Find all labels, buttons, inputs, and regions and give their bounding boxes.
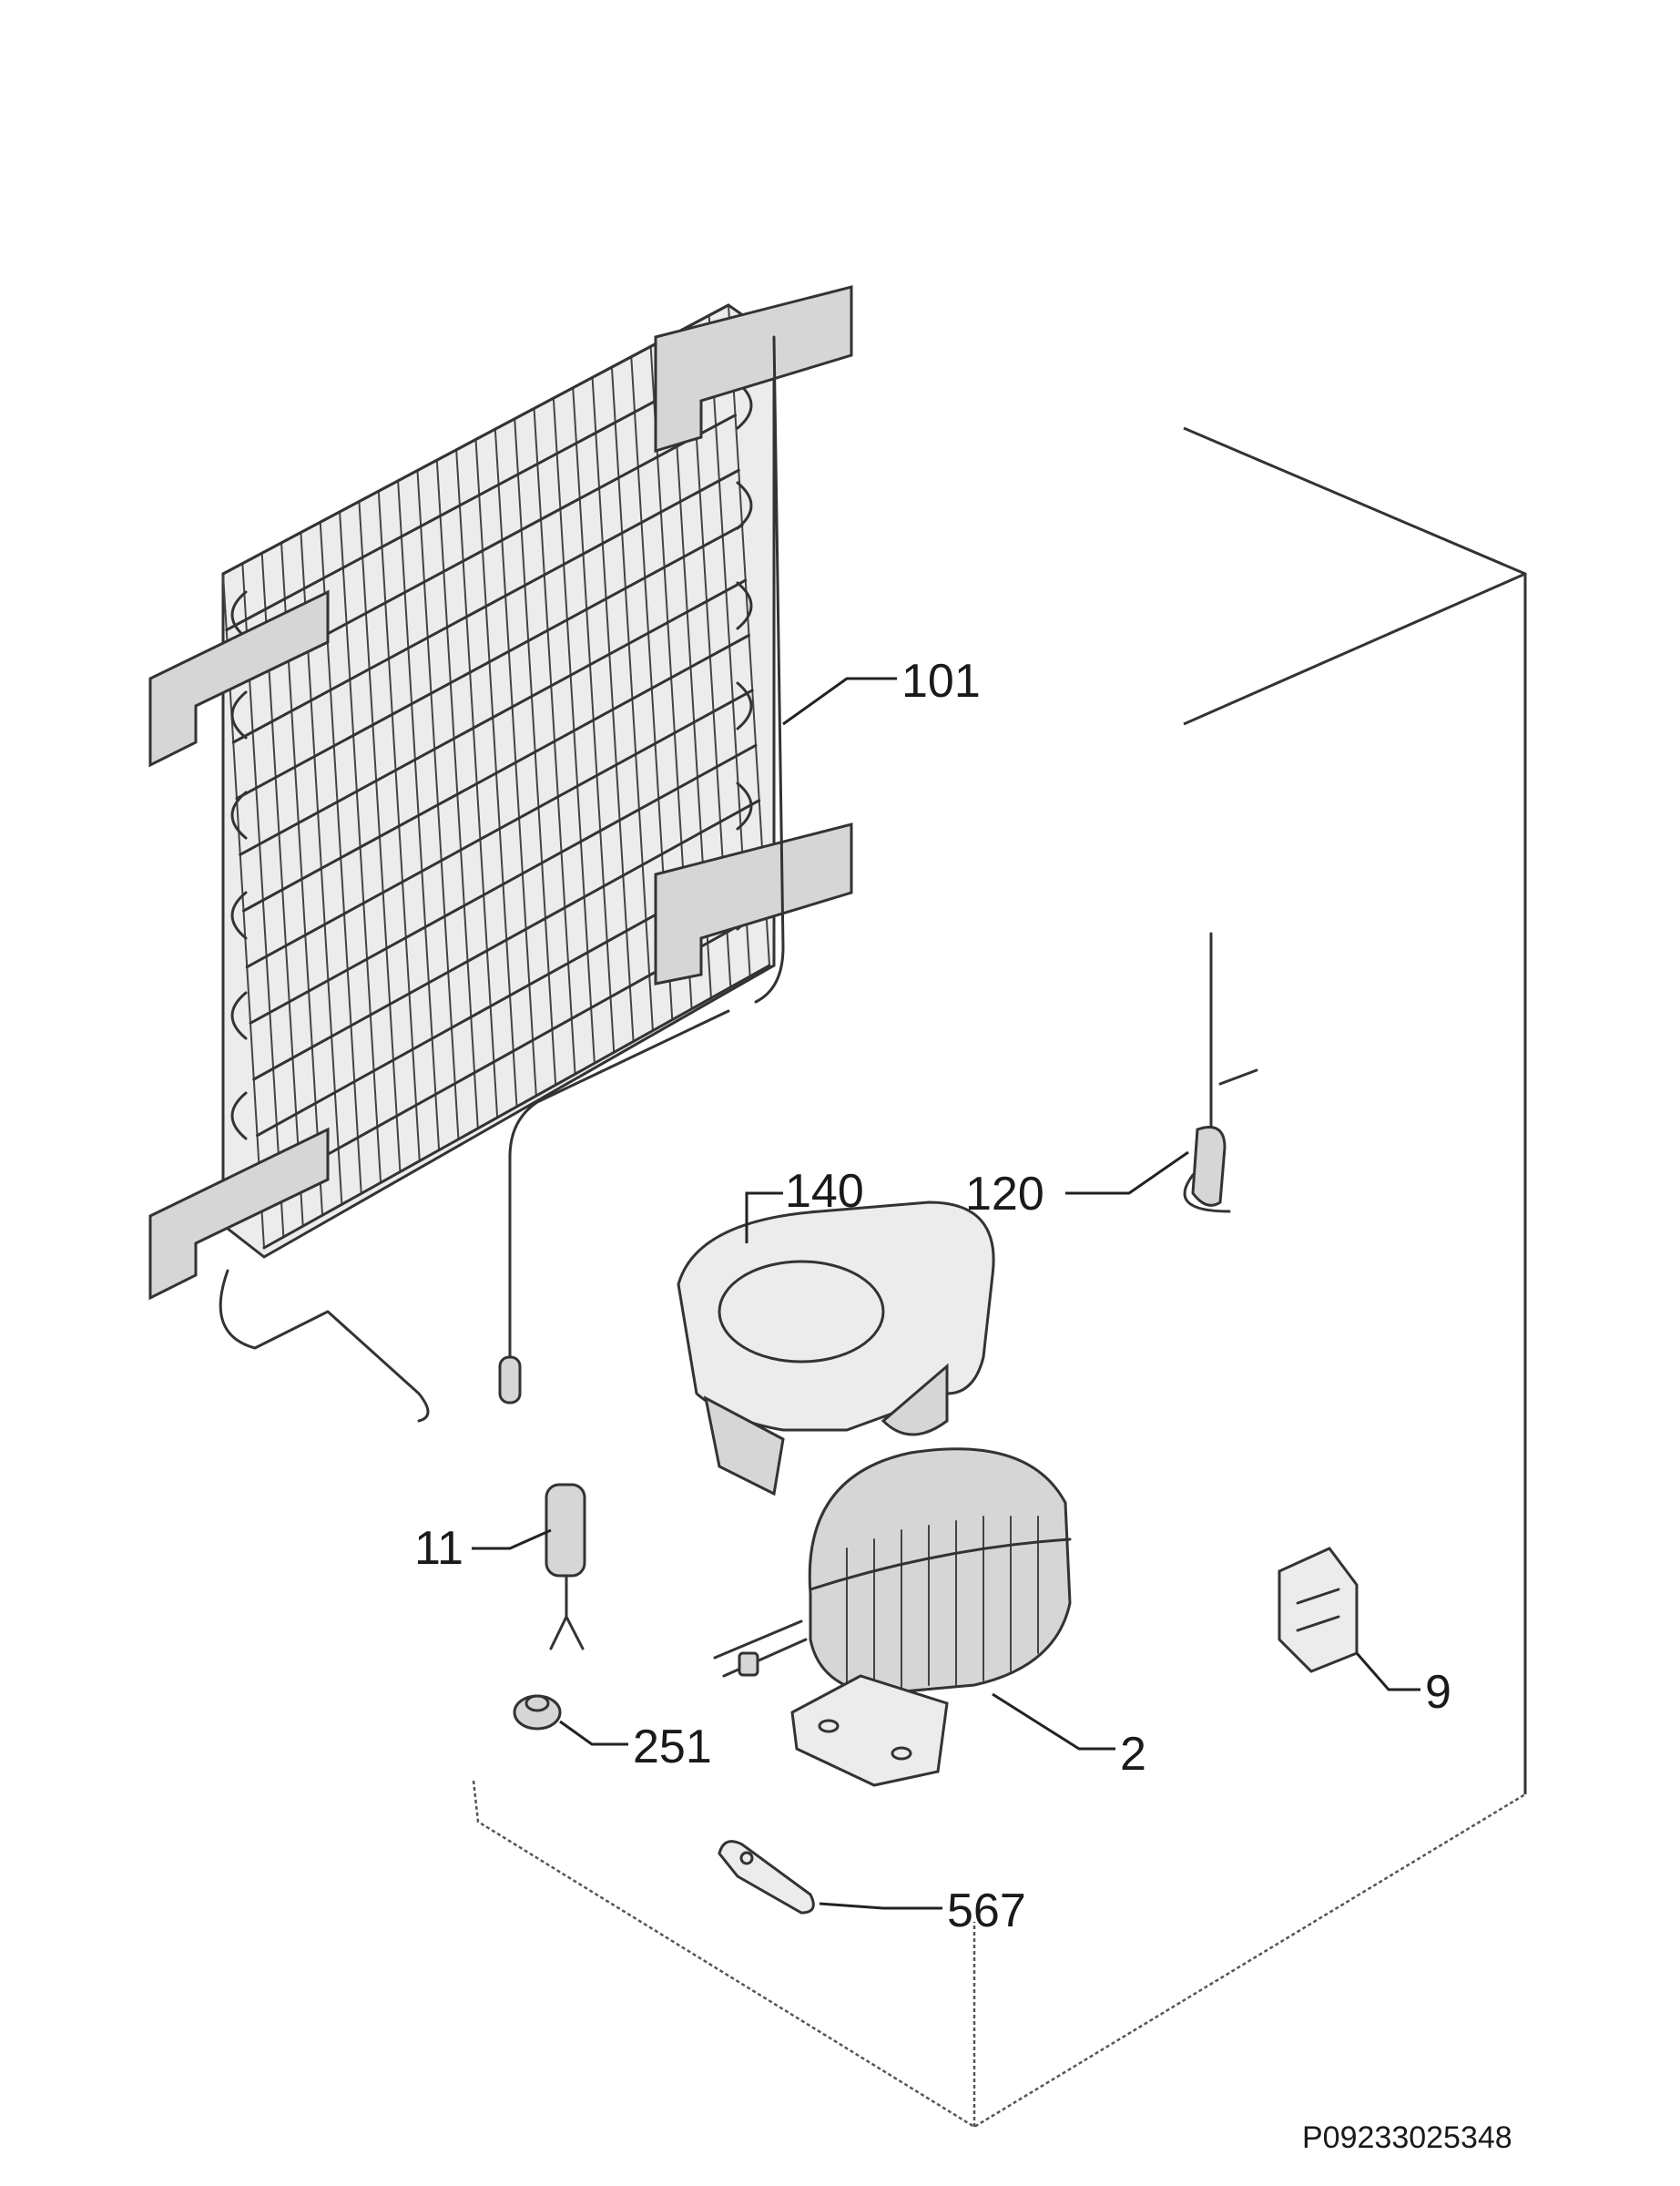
relay bbox=[1278, 1547, 1359, 1673]
condenser-tube bbox=[245, 689, 754, 969]
callout-11: 11 bbox=[414, 1522, 463, 1575]
condenser-tube bbox=[239, 578, 748, 856]
clamp bbox=[718, 1840, 815, 1915]
callout-251: 251 bbox=[633, 1721, 712, 1773]
callout-2: 2 bbox=[1120, 1728, 1146, 1781]
condenser-tube bbox=[221, 303, 730, 576]
thermal-relay bbox=[1183, 932, 1258, 1213]
condenser-tube bbox=[235, 524, 744, 801]
document-id: P09233025348 bbox=[1302, 2120, 1512, 2155]
condenser-tube bbox=[249, 743, 758, 1025]
compressor-tray bbox=[677, 1200, 995, 1496]
condenser-tube bbox=[225, 358, 734, 632]
callout-120: 120 bbox=[965, 1168, 1044, 1221]
condenser-tube bbox=[252, 799, 761, 1081]
condenser-bracket bbox=[148, 285, 853, 1301]
condenser-tube bbox=[262, 964, 771, 1250]
grommet bbox=[513, 1694, 562, 1731]
callout-140: 140 bbox=[785, 1165, 864, 1218]
compressor bbox=[713, 1447, 1072, 1787]
callout-567: 567 bbox=[947, 1885, 1026, 1937]
condenser-tube bbox=[231, 468, 740, 744]
condenser bbox=[148, 285, 853, 1423]
leader-lines bbox=[472, 677, 1420, 1910]
filter-drier bbox=[545, 1483, 586, 1650]
callout-9: 9 bbox=[1425, 1666, 1451, 1719]
cabinet-outline bbox=[472, 426, 1527, 2129]
condenser-tube bbox=[242, 634, 750, 913]
callout-101: 101 bbox=[901, 655, 981, 708]
